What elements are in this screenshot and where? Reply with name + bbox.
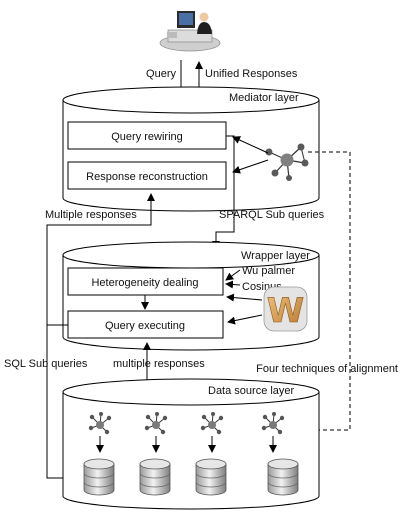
heterogeneity-dealing-label: Heterogeneity dealing	[91, 277, 198, 289]
database-icon	[267, 458, 299, 496]
source-column-3	[195, 411, 227, 496]
query-label: Query	[146, 68, 176, 80]
ontology-to-rewiring-arrow	[232, 136, 269, 154]
query-executing-label: Query executing	[105, 320, 185, 332]
four-techniques-label: Four techniques of alignment	[256, 363, 398, 375]
query-rewiring-box	[67, 121, 227, 150]
multiple-responses-upper-label: Multiple responses	[45, 209, 137, 221]
cosinus-arrow	[225, 280, 241, 289]
query-executing-box	[67, 310, 224, 339]
mediator-layer-label: Mediator layer	[229, 92, 299, 104]
multiple-responses-lower-label: multiple responses	[113, 358, 205, 370]
sparql-sub-queries-label: SPARQL Sub queries	[219, 209, 325, 221]
heterogeneity-dealing-box	[67, 267, 224, 296]
sparql-sub-queries-arrow	[212, 135, 235, 249]
database-icon	[139, 458, 171, 496]
source-column-4	[261, 411, 299, 496]
wordnet-to-heterogeneity-arrow	[226, 293, 263, 302]
database-icon	[83, 458, 115, 496]
response-reconstruction-box	[67, 161, 227, 190]
wu-palmer-arrow	[225, 269, 241, 281]
data-source-layer-label: Data source layer	[208, 385, 295, 397]
ontology-to-reconstruction-arrow	[232, 159, 269, 174]
source-column-2	[139, 411, 171, 496]
sql-sub-queries-label: SQL Sub queries	[4, 358, 88, 370]
query-rewiring-label: Query rewiring	[111, 131, 183, 143]
response-reconstruction-label: Response reconstruction	[86, 171, 208, 183]
ontology-graph-icon	[265, 143, 309, 181]
user-at-computer-icon	[159, 11, 221, 52]
database-icon	[195, 458, 227, 496]
wordnet-to-executing-arrow	[227, 314, 263, 325]
data-source-layer-cylinder	[62, 378, 320, 510]
wu-palmer-label: Wu palmer	[242, 265, 295, 277]
wordnet-w-icon: W	[263, 286, 308, 332]
source-column-1	[83, 411, 115, 496]
alignment-dashed-arrow	[305, 151, 351, 434]
wrapper-layer-label: Wrapper layer	[241, 250, 310, 262]
unified-responses-label: Unified Responses	[205, 68, 298, 80]
svg-text:W: W	[267, 291, 305, 331]
